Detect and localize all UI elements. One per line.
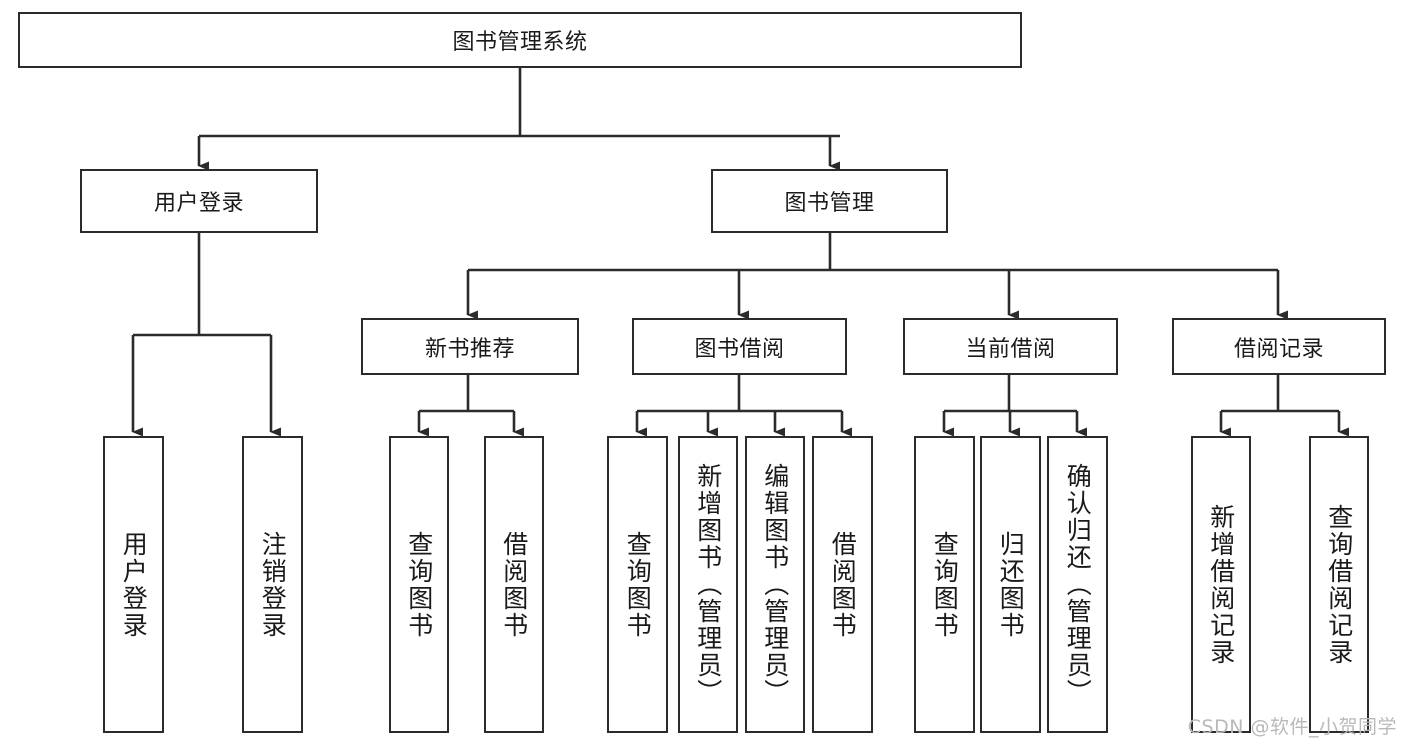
leaf-label: 查询图书 (404, 530, 434, 639)
node-leaf-add-book-admin[interactable]: 新增图书（管理员） (678, 436, 738, 733)
leaf-label: 借阅图书 (499, 530, 529, 639)
csdn-watermark: CSDN @软件_小贺同学 (1187, 716, 1397, 738)
node-book-borrow[interactable]: 图书借阅 (632, 318, 847, 375)
leaf-label: 借阅图书 (828, 530, 858, 639)
node-current-borrow[interactable]: 当前借阅 (903, 318, 1118, 375)
node-leaf-query-book-recommend[interactable]: 查询图书 (389, 436, 449, 733)
leaf-label: 用户登录 (119, 530, 149, 639)
node-book-management[interactable]: 图书管理 (711, 169, 948, 233)
node-root-system[interactable]: 图书管理系统 (18, 12, 1022, 68)
node-leaf-query-borrow-record[interactable]: 查询借阅记录 (1309, 436, 1369, 733)
leaf-label: 注销登录 (258, 530, 288, 639)
node-leaf-borrow-book-recommend[interactable]: 借阅图书 (484, 436, 544, 733)
leaf-label: 确认归还（管理员） (1063, 463, 1093, 706)
node-leaf-return-book[interactable]: 归还图书 (980, 436, 1041, 733)
node-leaf-edit-book-admin[interactable]: 编辑图书（管理员） (745, 436, 805, 733)
leaf-label: 新增借阅记录 (1206, 503, 1236, 666)
node-leaf-borrow-book[interactable]: 借阅图书 (812, 436, 873, 733)
node-leaf-confirm-return-admin[interactable]: 确认归还（管理员） (1047, 436, 1108, 733)
leaf-label: 查询借阅记录 (1324, 503, 1354, 666)
node-borrow-record[interactable]: 借阅记录 (1172, 318, 1386, 375)
node-leaf-query-book-borrow[interactable]: 查询图书 (607, 436, 668, 733)
leaf-label: 查询图书 (623, 530, 653, 639)
leaf-label: 编辑图书（管理员） (760, 463, 790, 706)
node-user-login[interactable]: 用户登录 (80, 169, 318, 233)
leaf-label: 新增图书（管理员） (693, 463, 723, 706)
node-leaf-user-login[interactable]: 用户登录 (103, 436, 164, 733)
leaf-label: 归还图书 (996, 530, 1026, 639)
node-new-book-recommend[interactable]: 新书推荐 (361, 318, 579, 375)
node-leaf-query-book-current[interactable]: 查询图书 (914, 436, 975, 733)
leaf-label: 查询图书 (930, 530, 960, 639)
node-leaf-add-borrow-record[interactable]: 新增借阅记录 (1191, 436, 1251, 733)
node-leaf-logout[interactable]: 注销登录 (242, 436, 303, 733)
